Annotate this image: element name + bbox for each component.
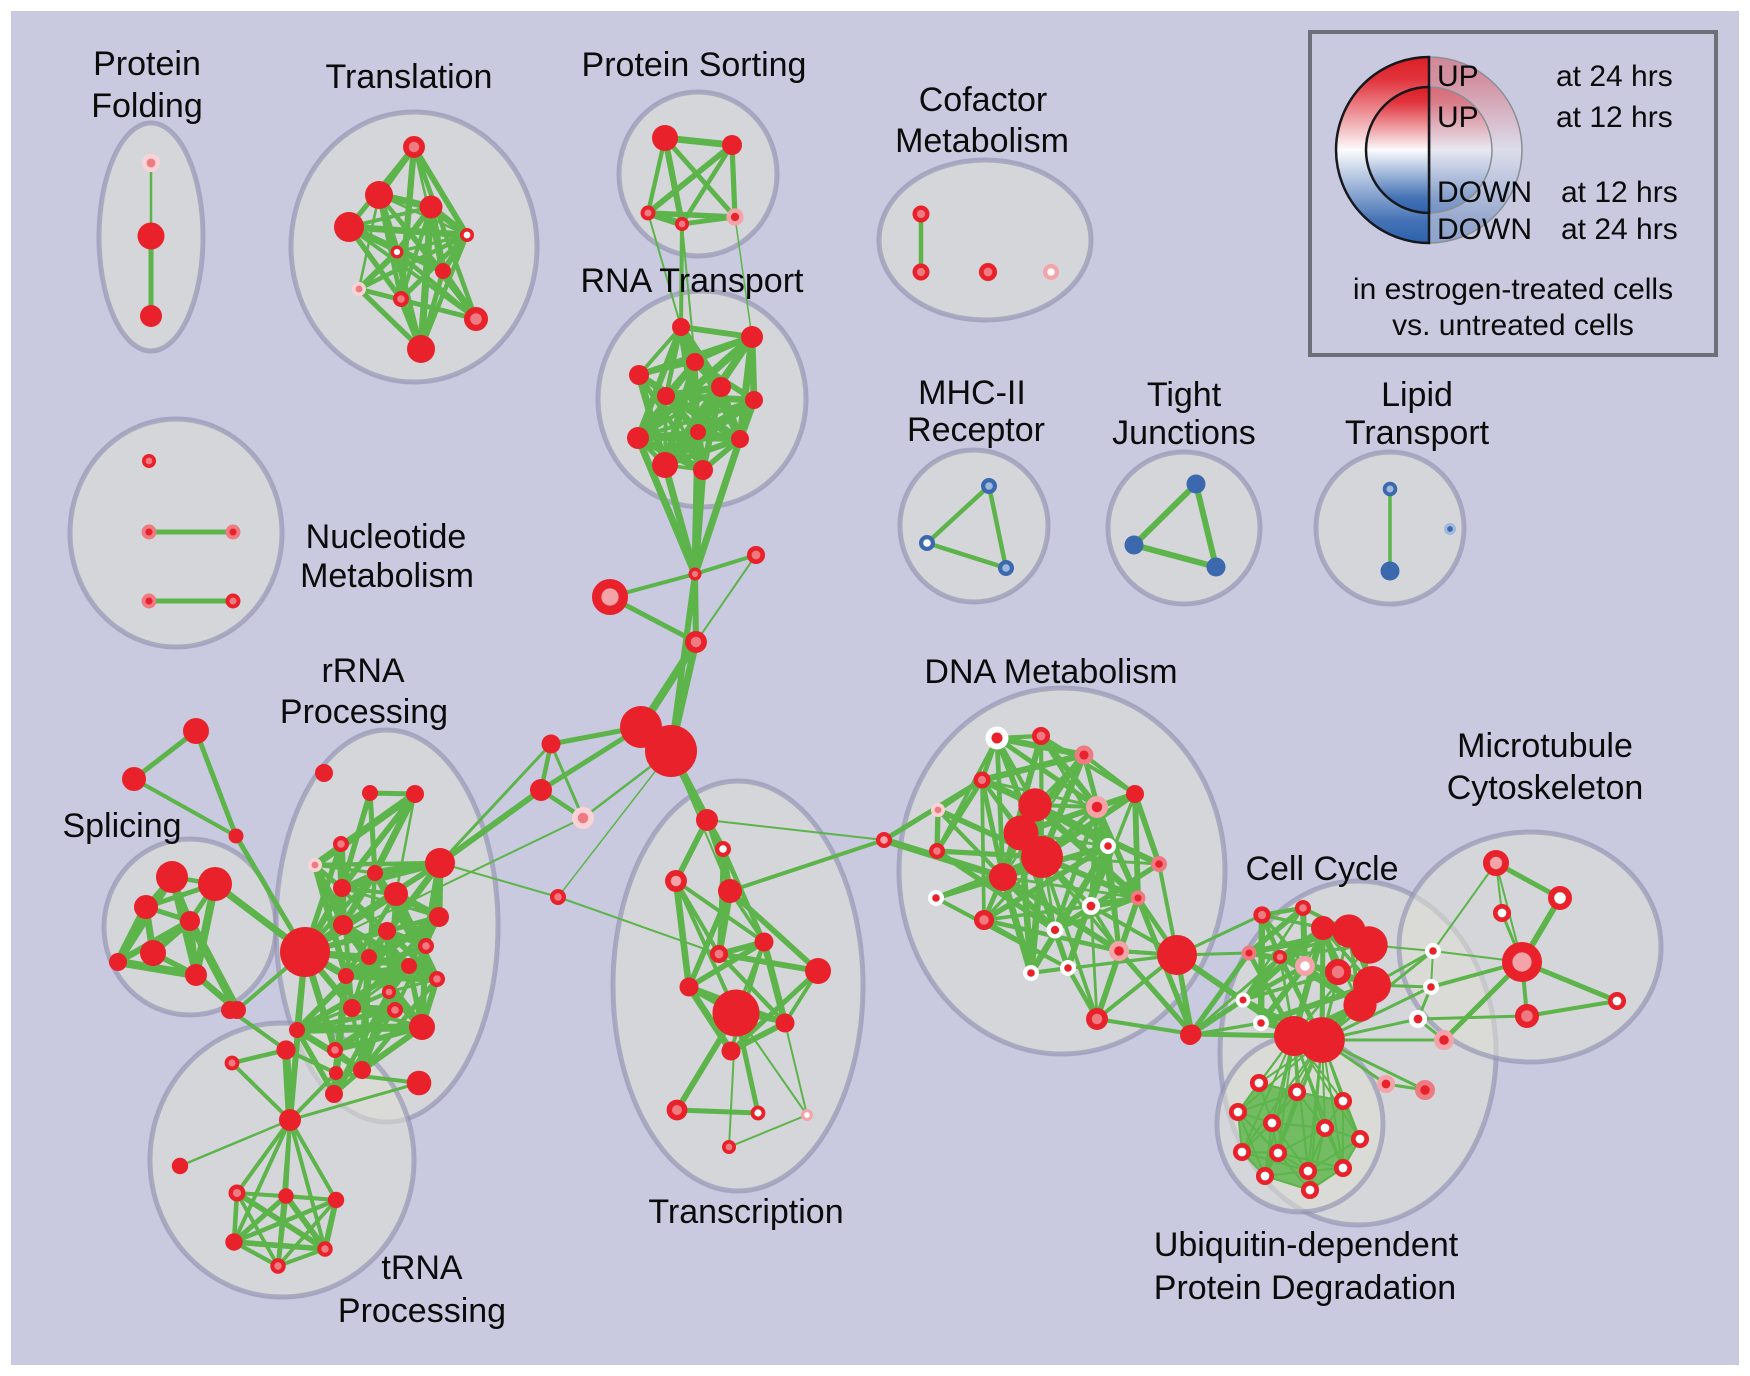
svg-text:Transport: Transport <box>1345 414 1490 452</box>
svg-text:Processing: Processing <box>280 693 448 731</box>
svg-text:Processing: Processing <box>338 1292 506 1330</box>
svg-text:Nucleotide: Nucleotide <box>306 518 467 556</box>
svg-text:Protein Degradation: Protein Degradation <box>1154 1269 1456 1307</box>
svg-text:MHC-II: MHC-II <box>918 374 1026 412</box>
svg-text:Lipid: Lipid <box>1381 376 1453 414</box>
svg-text:Protein Sorting: Protein Sorting <box>582 46 807 84</box>
svg-text:Protein: Protein <box>93 45 201 83</box>
svg-text:DOWN: DOWN <box>1437 213 1532 246</box>
svg-text:DOWN: DOWN <box>1437 176 1532 209</box>
svg-text:vs. untreated cells: vs. untreated cells <box>1392 309 1634 342</box>
svg-text:DNA Metabolism: DNA Metabolism <box>924 653 1177 691</box>
svg-text:Translation: Translation <box>326 58 493 96</box>
svg-text:at 12 hrs: at 12 hrs <box>1556 101 1673 134</box>
svg-text:Tight: Tight <box>1147 376 1222 414</box>
svg-text:Transcription: Transcription <box>648 1193 843 1231</box>
svg-text:rRNA: rRNA <box>321 652 404 690</box>
svg-text:Cytoskeleton: Cytoskeleton <box>1447 769 1644 807</box>
svg-text:at 12 hrs: at 12 hrs <box>1561 176 1678 209</box>
svg-text:UP: UP <box>1437 101 1479 134</box>
svg-text:Metabolism: Metabolism <box>895 122 1069 160</box>
svg-text:Splicing: Splicing <box>62 807 181 845</box>
svg-text:Cell Cycle: Cell Cycle <box>1245 850 1398 888</box>
svg-text:UP: UP <box>1437 60 1479 93</box>
svg-text:RNA Transport: RNA Transport <box>581 262 805 300</box>
svg-text:at 24 hrs: at 24 hrs <box>1561 213 1678 246</box>
svg-text:Receptor: Receptor <box>907 411 1045 449</box>
svg-text:at 24 hrs: at 24 hrs <box>1556 60 1673 93</box>
svg-text:Ubiquitin-dependent: Ubiquitin-dependent <box>1154 1226 1459 1264</box>
svg-text:Microtubule: Microtubule <box>1457 727 1633 765</box>
svg-text:Metabolism: Metabolism <box>300 557 474 595</box>
svg-text:tRNA: tRNA <box>381 1249 463 1287</box>
svg-text:Cofactor: Cofactor <box>919 81 1048 119</box>
svg-text:Junctions: Junctions <box>1112 414 1256 452</box>
svg-text:Folding: Folding <box>91 87 203 125</box>
svg-text:in estrogen-treated cells: in estrogen-treated cells <box>1353 273 1673 306</box>
